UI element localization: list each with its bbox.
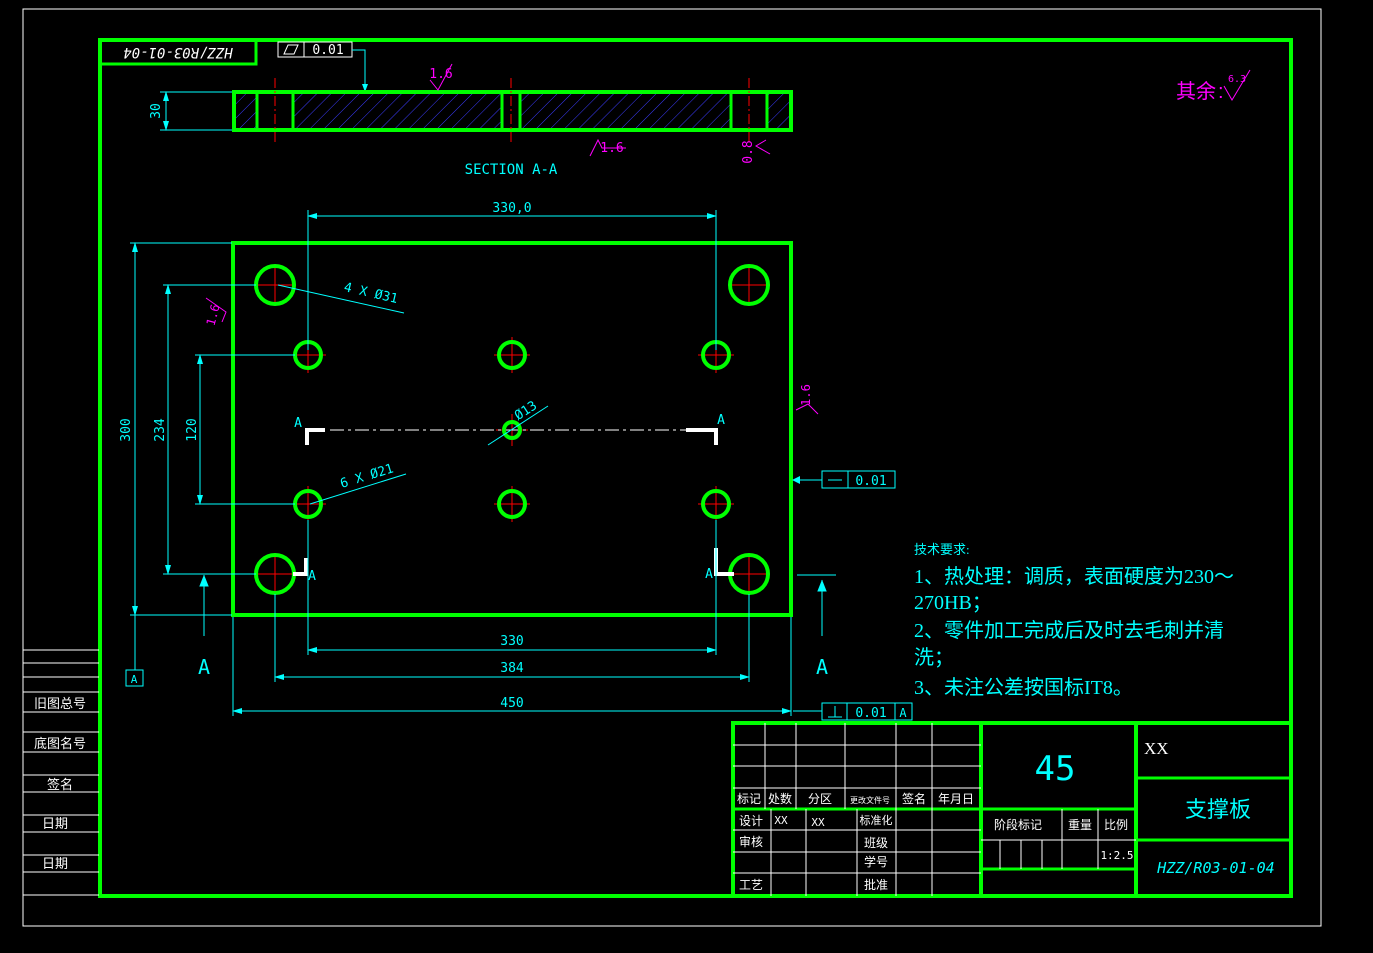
svg-text:阶段标记: 阶段标记 — [994, 817, 1042, 832]
svg-text:0.8: 0.8 — [741, 140, 756, 163]
svg-text:签名: 签名 — [47, 777, 73, 792]
svg-text:3、未注公差按国标IT8。: 3、未注公差按国标IT8。 — [914, 676, 1133, 699]
section-title: SECTION A-A — [465, 162, 558, 178]
svg-text:处数: 处数 — [768, 791, 792, 806]
svg-text:标记: 标记 — [737, 792, 761, 806]
company: XX — [1144, 739, 1169, 758]
svg-text:1.6: 1.6 — [204, 303, 223, 328]
svg-text:签名: 签名 — [902, 791, 926, 806]
material: 45 — [1035, 749, 1076, 789]
svg-text:更改文件号: 更改文件号 — [850, 795, 890, 805]
svg-text:分区: 分区 — [808, 792, 832, 806]
svg-text:重量: 重量 — [1068, 818, 1092, 832]
svg-text:234: 234 — [153, 418, 168, 442]
svg-text:洗；: 洗； — [914, 646, 954, 669]
svg-text:6 X Ø21: 6 X Ø21 — [339, 461, 396, 491]
drawing-number: HZZ/R03-01-04 — [1156, 859, 1274, 877]
svg-text:1.6: 1.6 — [799, 384, 813, 406]
svg-text:工艺: 工艺 — [739, 878, 763, 892]
section-view: 30 1.6 1.6 0.8 SECTION A-A — [149, 63, 793, 178]
svg-text:XX: XX — [774, 814, 788, 827]
svg-text:2、零件加工完成后及时去毛刺并清: 2、零件加工完成后及时去毛刺并清 — [914, 619, 1224, 642]
svg-text:120: 120 — [185, 418, 200, 441]
side-label-strip: 旧图总号 底图名号 签名 日期 日期 — [23, 649, 99, 896]
svg-text:0.01: 0.01 — [855, 474, 886, 489]
svg-text::: : — [1218, 81, 1224, 103]
svg-text:A: A — [705, 567, 713, 582]
title-block: 标记 处数 分区 更改文件号 签名 年月日 设计 XX XX 标准化 审核 班级… — [731, 721, 1293, 898]
svg-text:1、热处理：调质，表面硬度为230～: 1、热处理：调质，表面硬度为230～ — [914, 565, 1234, 588]
svg-text:330: 330 — [500, 634, 523, 649]
svg-text:450: 450 — [500, 696, 523, 711]
svg-text:0.01: 0.01 — [855, 706, 886, 721]
svg-text:384: 384 — [500, 661, 524, 676]
svg-text:4 X Ø31: 4 X Ø31 — [342, 280, 399, 307]
svg-text:1.6: 1.6 — [429, 67, 452, 82]
straightness-frame: 0.01 — [792, 470, 896, 489]
svg-text:6.3: 6.3 — [1228, 74, 1246, 85]
flatness-frame: 0.01 — [277, 41, 368, 92]
svg-text:学号: 学号 — [864, 854, 888, 869]
plan-view: A A A A 4 X Ø31 6 X Ø21 Ø13 1.6 1.6 — [204, 241, 819, 617]
svg-text:其余: 其余 — [1176, 80, 1216, 103]
svg-text:30: 30 — [149, 103, 164, 119]
svg-text:A: A — [198, 655, 210, 679]
svg-text:技术要求:: 技术要求: — [914, 542, 970, 557]
sheet-border — [22, 8, 1322, 927]
svg-text:设计: 设计 — [739, 814, 763, 828]
svg-text:A: A — [899, 706, 907, 720]
svg-text:1:2.5: 1:2.5 — [1100, 849, 1133, 862]
svg-text:A: A — [816, 655, 828, 679]
svg-text:日期: 日期 — [42, 856, 68, 871]
perpendicular-frame: 0.01 A — [793, 702, 913, 721]
svg-text:XX: XX — [811, 816, 825, 829]
datum-box: A — [125, 669, 144, 687]
svg-text:批准: 批准 — [864, 877, 888, 892]
svg-text:旧图总号: 旧图总号 — [34, 696, 86, 711]
svg-text:审核: 审核 — [739, 834, 763, 849]
code-box: HZZ/R03-01-04 — [98, 38, 258, 66]
svg-text:A: A — [131, 673, 138, 686]
svg-text:底图名号: 底图名号 — [34, 736, 86, 751]
svg-text:330,0: 330,0 — [492, 201, 531, 216]
svg-text:0.01: 0.01 — [312, 43, 343, 58]
svg-text:A: A — [308, 569, 316, 584]
svg-text:日期: 日期 — [42, 816, 68, 831]
svg-text:比例: 比例 — [1104, 818, 1128, 832]
code-rotated: HZZ/R03-01-04 — [123, 44, 234, 60]
hole-large-tr — [728, 264, 770, 306]
part-name: 支撑板 — [1185, 797, 1251, 822]
svg-text:A: A — [717, 413, 725, 428]
roughness-other: 其余 : 6.3 — [1176, 69, 1251, 103]
svg-text:班级: 班级 — [864, 836, 888, 850]
svg-text:标准化: 标准化 — [860, 813, 893, 827]
svg-text:270HB；: 270HB； — [914, 592, 992, 614]
dimensions — [130, 210, 836, 716]
tech-requirements: 技术要求: 1、热处理：调质，表面硬度为230～ 270HB； 2、零件加工完成… — [914, 542, 1234, 699]
drawing-frame — [98, 38, 1293, 898]
svg-text:300: 300 — [119, 418, 134, 441]
svg-text:年月日: 年月日 — [938, 792, 974, 806]
svg-text:Ø13: Ø13 — [512, 398, 540, 423]
svg-text:A: A — [294, 416, 302, 431]
